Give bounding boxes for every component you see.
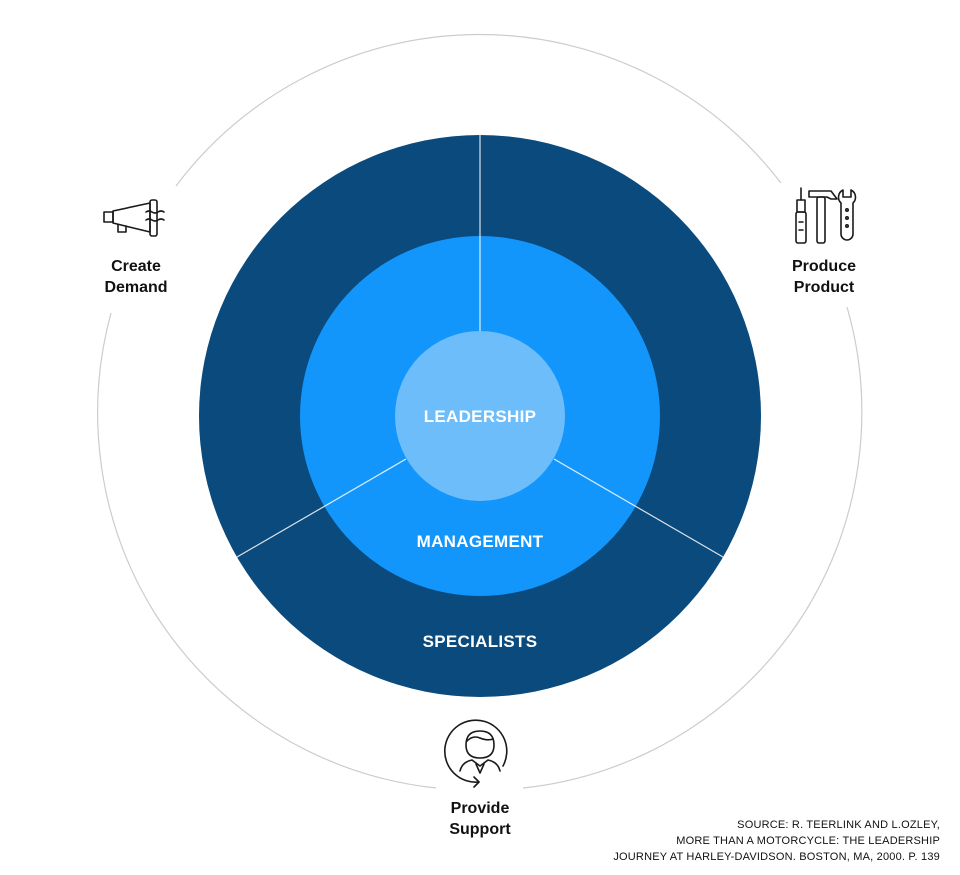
provide-support-line1: Provide xyxy=(450,800,510,817)
guide-arc-left xyxy=(97,312,155,613)
provide-support-label: Provide Support xyxy=(410,798,550,840)
create-demand-line2: Demand xyxy=(104,279,168,296)
divider-lower-left xyxy=(236,458,407,558)
produce-product-label: Produce Product xyxy=(754,256,894,298)
source-line2: MORE THAN A MOTORCYCLE: THE LEADERSHIP xyxy=(676,835,940,847)
create-demand-label: Create Demand xyxy=(66,256,206,298)
leadership-label: LEADERSHIP xyxy=(424,407,537,426)
divider-lower-right xyxy=(553,458,724,558)
megaphone-icon xyxy=(103,199,165,237)
guide-arc-bottom-left xyxy=(153,611,437,789)
guide-arc-bottom-right xyxy=(522,611,806,789)
source-line3: JOURNEY AT HARLEY-DAVIDSON. BOSTON, MA, … xyxy=(613,851,940,863)
create-demand-line1: Create xyxy=(111,258,161,275)
tools-icon xyxy=(795,187,857,244)
specialists-label: SPECIALISTS xyxy=(423,632,538,651)
management-label: MANAGEMENT xyxy=(417,532,544,551)
leadership-core xyxy=(395,331,565,501)
provide-support-line2: Support xyxy=(449,821,511,838)
produce-product-line2: Product xyxy=(793,279,855,296)
source-line1: SOURCE: R. TEERLINK AND L.OZLEY, xyxy=(737,819,940,831)
outer-guide-ring xyxy=(97,33,863,789)
divider-lines xyxy=(236,135,724,558)
source-citation: SOURCE: R. TEERLINK AND L.OZLEY, MORE TH… xyxy=(613,817,940,865)
support-person-icon xyxy=(444,719,508,788)
guide-arc-right xyxy=(804,306,863,613)
guide-arc-top xyxy=(175,33,782,187)
produce-product-line1: Produce xyxy=(791,258,856,275)
